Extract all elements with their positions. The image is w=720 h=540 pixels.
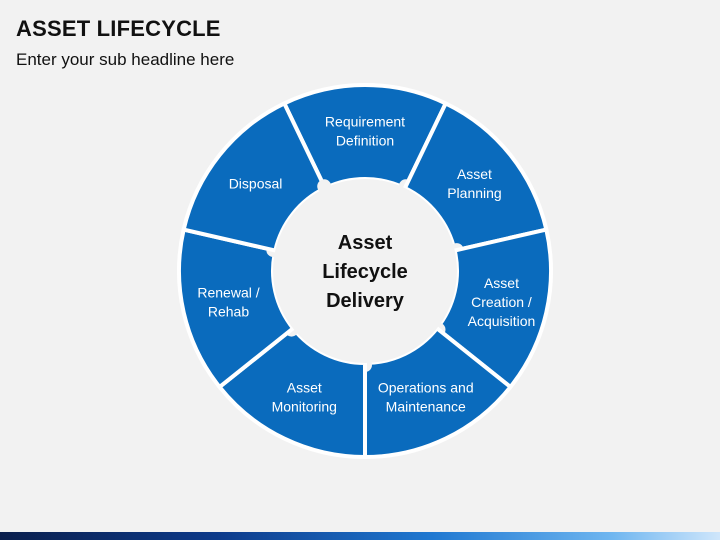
segment-label-line: Operations and [378, 380, 474, 396]
segment-label: Disposal [229, 176, 283, 192]
center-label-line: Asset [338, 232, 393, 254]
segment-label-line: Disposal [229, 176, 283, 192]
segment-label-line: Monitoring [272, 399, 337, 415]
segment-label-line: Asset [484, 275, 519, 291]
center-hub [273, 179, 457, 363]
page-subtitle: Enter your sub headline here [16, 50, 235, 69]
segment-label-line: Rehab [208, 304, 249, 320]
segment-label-line: Maintenance [386, 399, 466, 415]
segment-label-line: Planning [447, 185, 502, 201]
segment-label-line: Renewal / [197, 285, 259, 301]
center-label-line: Lifecycle [322, 261, 408, 283]
center-label-line: Delivery [326, 290, 405, 312]
segment-label-line: Asset [457, 166, 492, 182]
page-title: ASSET LIFECYCLE [16, 16, 221, 41]
segment-label-line: Creation / [471, 294, 532, 310]
segment-label-line: Requirement [325, 114, 405, 130]
segment-label: Renewal / Rehab [197, 285, 259, 320]
segment-label-line: Acquisition [468, 313, 536, 329]
footer-gradient-bar [0, 532, 720, 540]
segment-label-line: Definition [336, 133, 394, 149]
segment-label-line: Asset [287, 380, 322, 396]
